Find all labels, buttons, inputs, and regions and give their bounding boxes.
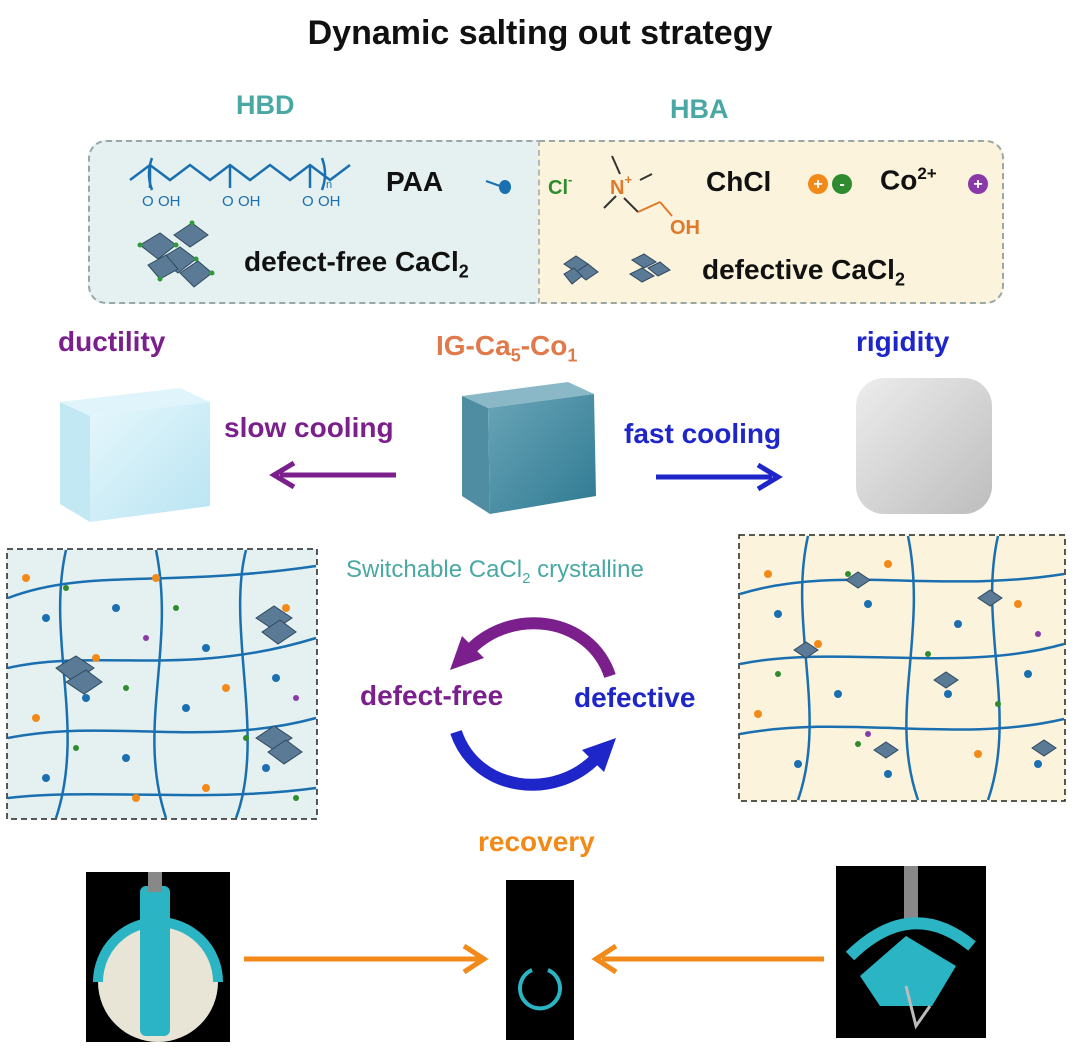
ig-cube bbox=[456, 378, 606, 518]
rigid-network-panel bbox=[738, 534, 1066, 802]
slow-cooling-label: slow cooling bbox=[224, 412, 394, 444]
rigidity-label: rigidity bbox=[856, 326, 949, 358]
cobalt-label: Co2+ bbox=[880, 164, 937, 196]
ductility-label: ductility bbox=[58, 326, 165, 358]
switchable-title: Switchable CaCl2 crystalline bbox=[346, 556, 644, 587]
ductile-sample-photo bbox=[86, 872, 230, 1042]
slow-cooling-arrow bbox=[268, 460, 398, 490]
sample-name-label: IG-Ca5-Co1 bbox=[436, 330, 577, 367]
recovered-sample-photo bbox=[506, 880, 574, 1040]
svg-text:-: - bbox=[839, 176, 844, 193]
rigid-to-recovery-arrow bbox=[590, 944, 826, 974]
defect-free-salt-label: defect-free CaCl2 bbox=[244, 246, 469, 283]
paa-group-o3: O bbox=[302, 193, 314, 210]
hydroxyl-label: OH bbox=[670, 217, 700, 239]
fast-cooling-label: fast cooling bbox=[624, 418, 781, 450]
defect-free-crystal-icon bbox=[130, 215, 220, 295]
nitrogen-charge: + bbox=[624, 172, 632, 187]
recovery-label: recovery bbox=[478, 826, 595, 858]
paa-structure: O OH O OH O OH n bbox=[120, 150, 370, 220]
svg-text:+: + bbox=[813, 176, 822, 193]
hba-header: HBA bbox=[670, 94, 729, 125]
paa-repeat-n: n bbox=[326, 179, 332, 191]
hbd-header: HBD bbox=[236, 90, 295, 121]
chcl-structure: Cl- N+ OH bbox=[548, 150, 728, 240]
paa-group-oh1: OH bbox=[158, 193, 181, 210]
rigid-sample-photo bbox=[836, 866, 986, 1038]
defective-crystal-icon bbox=[560, 250, 680, 290]
chcl-label: ChCl bbox=[706, 166, 771, 198]
cycle-defective-label: defective bbox=[574, 682, 695, 714]
chloride-charge: - bbox=[568, 172, 572, 187]
paa-label: PAA bbox=[386, 166, 443, 198]
svg-text:N+: N+ bbox=[610, 172, 632, 199]
rigid-cube bbox=[852, 372, 1002, 517]
paa-group-o2: O bbox=[222, 193, 234, 210]
fast-cooling-arrow bbox=[654, 462, 784, 492]
defective-salt-label: defective CaCl2 bbox=[702, 254, 905, 291]
ductile-cube bbox=[50, 380, 220, 530]
paa-symbol-icon bbox=[484, 176, 514, 196]
cycle-defect-free-label: defect-free bbox=[360, 680, 503, 712]
diagram-title: Dynamic salting out strategy bbox=[0, 14, 1080, 53]
ductile-to-recovery-arrow bbox=[244, 944, 490, 974]
chloride-label: Cl bbox=[548, 177, 568, 199]
paa-group-oh2: OH bbox=[238, 193, 261, 210]
svg-text:+: + bbox=[973, 176, 982, 193]
paa-group-o1: O bbox=[142, 193, 154, 210]
svg-text:Cl-: Cl- bbox=[548, 172, 572, 199]
nitrogen-label: N bbox=[610, 177, 624, 199]
cobalt-ion-icon: + bbox=[966, 172, 990, 196]
ion-pair-icon: + - bbox=[806, 172, 862, 196]
ductile-network-panel bbox=[6, 548, 318, 820]
paa-group-oh3: OH bbox=[318, 193, 341, 210]
